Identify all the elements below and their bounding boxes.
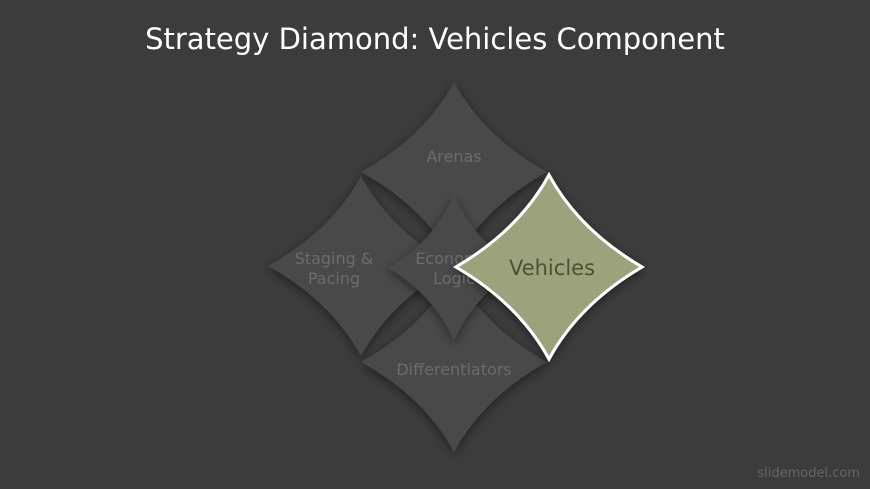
arenas-label: Arenas [426,147,481,166]
staging-pacing-label-line2: Pacing [308,269,360,288]
staging-pacing-shape[interactable] [268,176,454,356]
differentiators-shape[interactable] [361,272,547,452]
arenas-shape[interactable] [361,82,547,262]
vehicles-label: Vehicles [509,256,595,280]
differentiators-label: Differentiators [396,360,511,379]
slide-title: Strategy Diamond: Vehicles Component [145,22,725,56]
economic-logic-shape[interactable] [388,195,520,341]
staging-pacing-label-line1: Staging & [295,249,374,268]
footer-watermark: slidemodel.com [757,466,860,481]
vehicles-shape-overlay [453,171,645,363]
